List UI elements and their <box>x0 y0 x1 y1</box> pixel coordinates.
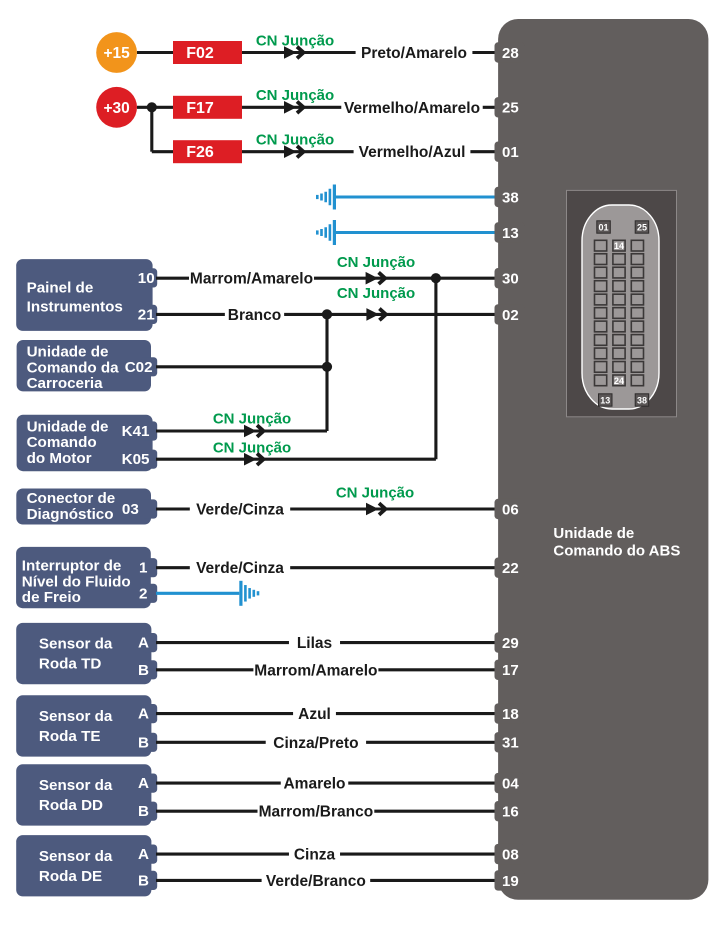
svg-text:CN Junção: CN Junção <box>337 285 415 302</box>
svg-text:Sensor da: Sensor da <box>39 636 113 653</box>
svg-text:14: 14 <box>614 241 625 251</box>
svg-text:Interruptor de: Interruptor de <box>22 557 122 574</box>
svg-text:Conector de: Conector de <box>27 490 116 507</box>
svg-text:25: 25 <box>637 223 647 233</box>
svg-text:Vermelho/Azul: Vermelho/Azul <box>359 144 466 161</box>
svg-text:Roda DD: Roda DD <box>39 797 103 814</box>
svg-text:A: A <box>138 706 149 723</box>
svg-text:06: 06 <box>502 501 519 518</box>
svg-text:Diagnóstico: Diagnóstico <box>27 506 114 523</box>
svg-text:18: 18 <box>502 706 519 723</box>
svg-text:Verde/Cinza: Verde/Cinza <box>196 560 284 577</box>
svg-text:Verde/Branco: Verde/Branco <box>266 873 366 890</box>
svg-text:+30: +30 <box>103 100 129 117</box>
svg-text:Marrom/Branco: Marrom/Branco <box>259 804 374 821</box>
svg-text:K41: K41 <box>122 423 150 440</box>
svg-text:Cinza: Cinza <box>294 847 336 864</box>
svg-text:Lilas: Lilas <box>297 635 332 652</box>
svg-text:Sensor da: Sensor da <box>39 708 113 725</box>
svg-text:Sensor da: Sensor da <box>39 848 113 865</box>
svg-text:C02: C02 <box>125 359 153 376</box>
svg-text:19: 19 <box>502 873 519 890</box>
svg-text:K05: K05 <box>122 451 150 468</box>
svg-text:F17: F17 <box>186 100 214 117</box>
svg-text:do Motor: do Motor <box>27 450 92 467</box>
svg-text:Verde/Cinza: Verde/Cinza <box>196 502 284 519</box>
svg-text:B: B <box>138 803 149 820</box>
svg-text:Vermelho/Amarelo: Vermelho/Amarelo <box>344 100 480 117</box>
svg-text:10: 10 <box>138 270 155 287</box>
svg-text:B: B <box>138 734 149 751</box>
svg-text:B: B <box>138 662 149 679</box>
svg-text:+15: +15 <box>103 45 130 62</box>
svg-text:38: 38 <box>637 396 647 406</box>
svg-text:25: 25 <box>502 100 519 117</box>
svg-text:01: 01 <box>502 144 519 161</box>
svg-text:Roda TD: Roda TD <box>39 656 101 673</box>
svg-text:28: 28 <box>502 45 519 62</box>
svg-text:24: 24 <box>614 376 625 386</box>
svg-text:Nível do Fluido: Nível do Fluido <box>22 574 131 591</box>
svg-text:Roda TE: Roda TE <box>39 728 101 745</box>
svg-text:22: 22 <box>502 560 519 577</box>
svg-text:F26: F26 <box>186 144 214 161</box>
svg-text:17: 17 <box>502 662 519 679</box>
svg-text:08: 08 <box>502 847 519 864</box>
svg-text:03: 03 <box>122 501 139 518</box>
svg-text:16: 16 <box>502 804 519 821</box>
svg-text:CN Junção: CN Junção <box>337 254 415 271</box>
svg-text:CN Junção: CN Junção <box>213 411 291 428</box>
svg-text:Preto/Amarelo: Preto/Amarelo <box>361 45 467 62</box>
svg-text:A: A <box>138 846 149 863</box>
svg-text:A: A <box>138 775 149 792</box>
svg-text:Cinza/Preto: Cinza/Preto <box>273 735 358 752</box>
svg-text:Roda DE: Roda DE <box>39 868 102 885</box>
svg-text:CN Junção: CN Junção <box>256 87 334 104</box>
svg-text:04: 04 <box>502 776 519 793</box>
svg-text:Sensor da: Sensor da <box>39 777 113 794</box>
svg-text:B: B <box>138 872 149 889</box>
svg-text:CN Junção: CN Junção <box>336 485 414 502</box>
svg-text:CN Junção: CN Junção <box>256 131 334 148</box>
svg-text:de Freio: de Freio <box>22 589 81 606</box>
svg-text:CN Junção: CN Junção <box>213 440 291 457</box>
svg-text:Unidade de: Unidade de <box>27 418 109 435</box>
svg-text:30: 30 <box>502 271 519 288</box>
svg-text:Marrom/Amarelo: Marrom/Amarelo <box>190 271 313 288</box>
svg-text:Instrumentos: Instrumentos <box>27 298 123 315</box>
svg-text:Branco: Branco <box>228 307 281 324</box>
svg-text:13: 13 <box>600 396 610 406</box>
svg-text:Comando: Comando <box>27 434 97 451</box>
svg-text:F02: F02 <box>186 45 214 62</box>
svg-text:29: 29 <box>502 635 519 652</box>
svg-text:Painel de: Painel de <box>27 279 94 296</box>
svg-text:Azul: Azul <box>298 706 331 723</box>
svg-text:CN Junção: CN Junção <box>256 32 334 49</box>
svg-text:Marrom/Amarelo: Marrom/Amarelo <box>254 662 377 679</box>
svg-text:21: 21 <box>138 306 155 323</box>
svg-text:13: 13 <box>502 225 519 242</box>
svg-text:Amarelo: Amarelo <box>283 776 345 793</box>
svg-text:01: 01 <box>599 223 609 233</box>
svg-text:38: 38 <box>502 189 519 206</box>
svg-text:1: 1 <box>139 560 148 577</box>
svg-text:31: 31 <box>502 735 519 752</box>
svg-text:Carroceria: Carroceria <box>27 375 104 392</box>
svg-text:Unidade de: Unidade de <box>27 343 109 360</box>
svg-text:02: 02 <box>502 307 519 324</box>
svg-text:2: 2 <box>139 585 147 602</box>
svg-text:A: A <box>138 635 149 652</box>
svg-text:Comando do ABS: Comando do ABS <box>553 543 680 560</box>
svg-text:Unidade de: Unidade de <box>553 525 634 542</box>
svg-text:Comando da: Comando da <box>27 359 120 376</box>
